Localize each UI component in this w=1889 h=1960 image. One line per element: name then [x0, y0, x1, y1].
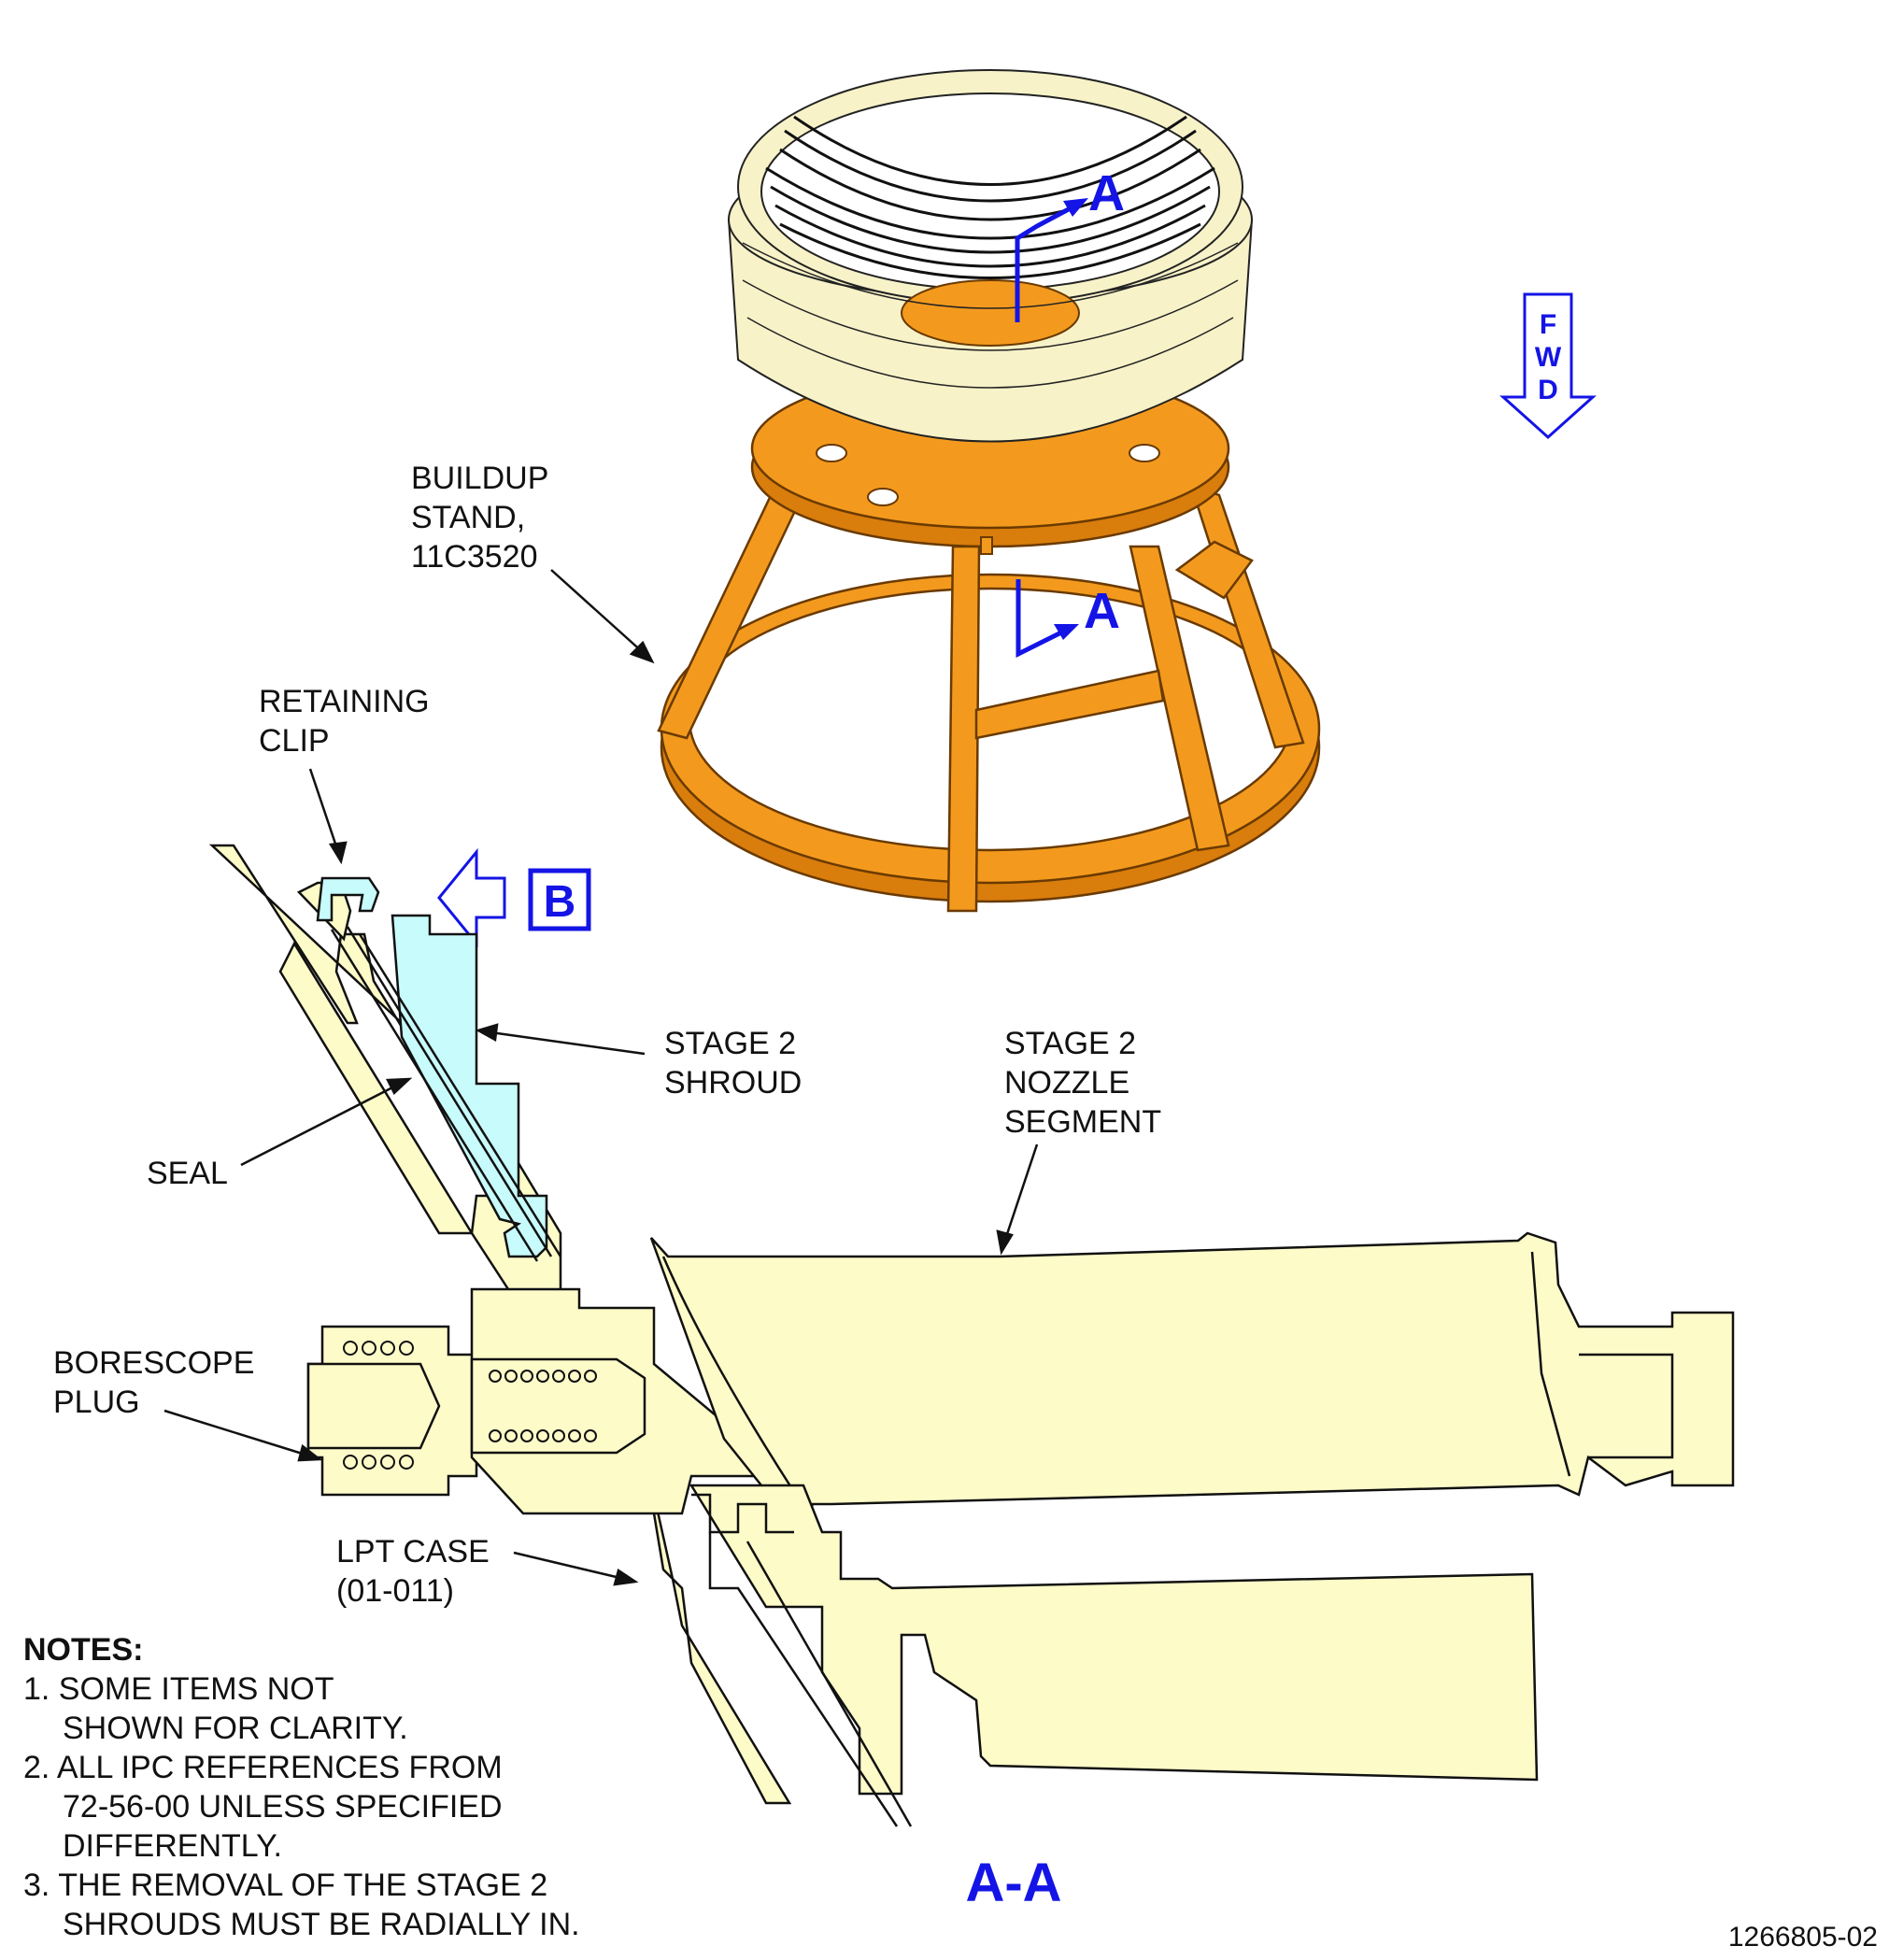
section-marker-bottom: A [1016, 579, 1120, 659]
note-line-6: 3. THE REMOVAL OF THE STAGE 2 [23, 1868, 547, 1903]
note-line-4: 72-56-00 UNLESS SPECIFIED [63, 1789, 503, 1825]
label-stage2-nozzle-line3: SEGMENT [1004, 1104, 1161, 1140]
leader-shroud [490, 1030, 646, 1056]
label-retaining-clip-line1: RETAINING [259, 684, 430, 719]
note-line-5: DIFFERENTLY. [63, 1828, 282, 1864]
label-borescope-line2: PLUG [53, 1385, 140, 1420]
label-lpt-case-line2: (01-011) [336, 1573, 454, 1609]
leader-seal [240, 1082, 401, 1167]
leader-borescope [163, 1409, 309, 1457]
leader-nozzle-head [996, 1229, 1014, 1256]
figure-id: 1266805-02 [1728, 1922, 1878, 1953]
leader-buildup-stand [550, 569, 646, 655]
section-letter-bottom: A [1084, 583, 1120, 639]
label-lpt-case-line1: LPT CASE [336, 1534, 490, 1569]
label-stage2-nozzle-line1: STAGE 2 [1004, 1026, 1136, 1061]
section-marker-top: A [1015, 165, 1125, 322]
label-stage2-shroud-line1: STAGE 2 [664, 1026, 796, 1061]
notes-block: NOTES: 1. SOME ITEMS NOT SHOWN FOR CLARI… [23, 1632, 580, 1942]
note-line-2: SHOWN FOR CLARITY. [63, 1711, 408, 1746]
leader-buildup-stand-head [629, 640, 655, 664]
label-borescope-line1: BORESCOPE [53, 1345, 254, 1381]
fwd-letter-w: W [1535, 342, 1562, 373]
leader-lpt-case-head [613, 1568, 639, 1586]
label-buildup-stand-line3: 11C3520 [411, 539, 538, 575]
note-line-3: 2. ALL IPC REFERENCES FROM [23, 1750, 503, 1785]
leader-lpt-case [513, 1551, 625, 1581]
label-buildup-stand-line1: BUILDUP [411, 461, 548, 496]
leader-shroud-head [475, 1023, 499, 1042]
note-line-1: 1. SOME ITEMS NOT [23, 1671, 334, 1707]
fwd-letter-f: F [1540, 309, 1556, 340]
label-stage2-nozzle-line2: NOZZLE [1004, 1065, 1129, 1101]
notes-heading: NOTES: [23, 1632, 143, 1668]
fwd-letter-d: D [1538, 375, 1558, 405]
section-title: A-A [965, 1853, 1061, 1913]
callout-labels: BUILDUP STAND, 11C3520 RETAINING CLIP ST… [53, 461, 1161, 1609]
label-seal: SEAL [147, 1156, 228, 1191]
label-buildup-stand-line2: STAND, [411, 500, 525, 535]
leader-borescope-head [297, 1443, 323, 1462]
fwd-arrow: F W D [1499, 292, 1597, 440]
leader-retaining-clip-head [328, 841, 348, 865]
view-letter-b: B [544, 877, 576, 927]
buildup-stand-drawing [657, 367, 1321, 913]
leader-seal-head [386, 1077, 413, 1096]
view-b-marker: B [437, 847, 591, 948]
label-stage2-shroud-line2: SHROUD [664, 1065, 802, 1101]
label-retaining-clip-line2: CLIP [259, 723, 330, 759]
leader-nozzle [1002, 1143, 1039, 1243]
leader-retaining-clip [308, 768, 340, 853]
section-aa-detail [208, 844, 1735, 1827]
lpt-module-drawing [727, 69, 1254, 443]
section-letter-top: A [1088, 165, 1125, 221]
note-line-7: SHROUDS MUST BE RADIALLY IN. [63, 1907, 580, 1942]
leader-lines [163, 569, 1039, 1586]
